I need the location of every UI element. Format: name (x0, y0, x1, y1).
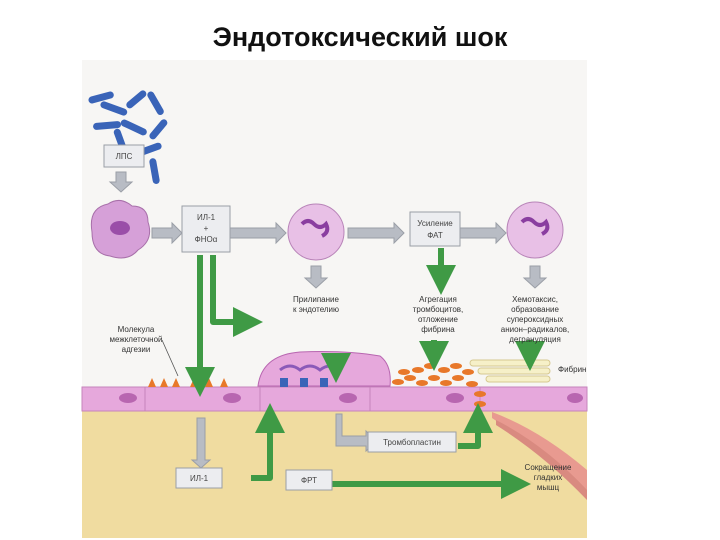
endothelium-line-1: Прилипание (293, 295, 339, 304)
macrophage-cell (90, 200, 151, 259)
page-title: Эндотоксический шок (212, 22, 508, 52)
box-lps-label: ЛПС (116, 152, 133, 161)
box-frt-label: ФРТ (301, 476, 317, 485)
chemotaxis-line-2: образование (511, 305, 559, 314)
chemotaxis-line-4: анион–радикалов, (501, 325, 570, 334)
box-il1-bottom-label: ИЛ-1 (190, 474, 209, 483)
box-paf: Усиление ФАТ (409, 211, 461, 247)
label-smooth-muscle: Сокращение гладких мышц (525, 463, 572, 492)
neutrophil-1 (287, 203, 345, 261)
box-il1-line-1: ИЛ-1 (197, 213, 216, 222)
label-adhesion-molecule: Молекула межклеточной адгезии (109, 325, 179, 377)
adhesion-line-3: адгезии (122, 345, 151, 354)
box-frt: ФРТ (285, 469, 333, 491)
box-il1-tnf: ИЛ-1 + ФНОα (181, 205, 231, 253)
box-il1-line-3: ФНОα (195, 235, 218, 244)
platelet-line-2: тромбоцитов, (413, 305, 464, 314)
fibrin-strands (469, 359, 551, 383)
box-il1-line-2: + (204, 224, 209, 233)
muscle-line-1: Сокращение (525, 463, 572, 472)
label-endothelium-adhesion: Прилипание к эндотелию (293, 295, 340, 314)
neutrophil-2 (506, 201, 564, 259)
smooth-muscle (492, 412, 587, 500)
label-chemotaxis: Хемотаксис, образование супероксидных ан… (501, 295, 570, 344)
box-il1-bottom: ИЛ-1 (175, 467, 223, 489)
muscle-line-3: мышц (537, 483, 560, 492)
box-thromboplastin-label: Тромбопластин (383, 438, 441, 447)
box-paf-line-1: Усиление (417, 219, 453, 228)
endothelium (81, 378, 588, 412)
label-platelet-aggregation: Агрегация тромбоцитов, отложение фибрина (413, 295, 464, 334)
adhesion-line-2: межклеточной (109, 335, 162, 344)
chemotaxis-line-1: Хемотаксис, (512, 295, 558, 304)
gray-arrows (108, 171, 548, 469)
green-arrows (185, 248, 545, 499)
box-thromboplastin: Тромбопластин (367, 431, 457, 453)
chemotaxis-line-5: дегрануляция (509, 335, 561, 344)
box-lps: ЛПС (103, 144, 145, 168)
endothelium-line-2: к эндотелию (293, 305, 339, 314)
adhesion-line-1: Молекула (118, 325, 155, 334)
platelet-line-3: отложение (418, 315, 459, 324)
platelet-line-4: фибрина (421, 325, 455, 334)
muscle-line-2: гладких (534, 473, 563, 482)
chemotaxis-line-3: супероксидных (507, 315, 564, 324)
box-paf-line-2: ФАТ (427, 231, 443, 240)
platelet-line-1: Агрегация (419, 295, 457, 304)
label-fibrin: Фибрин (558, 365, 586, 374)
